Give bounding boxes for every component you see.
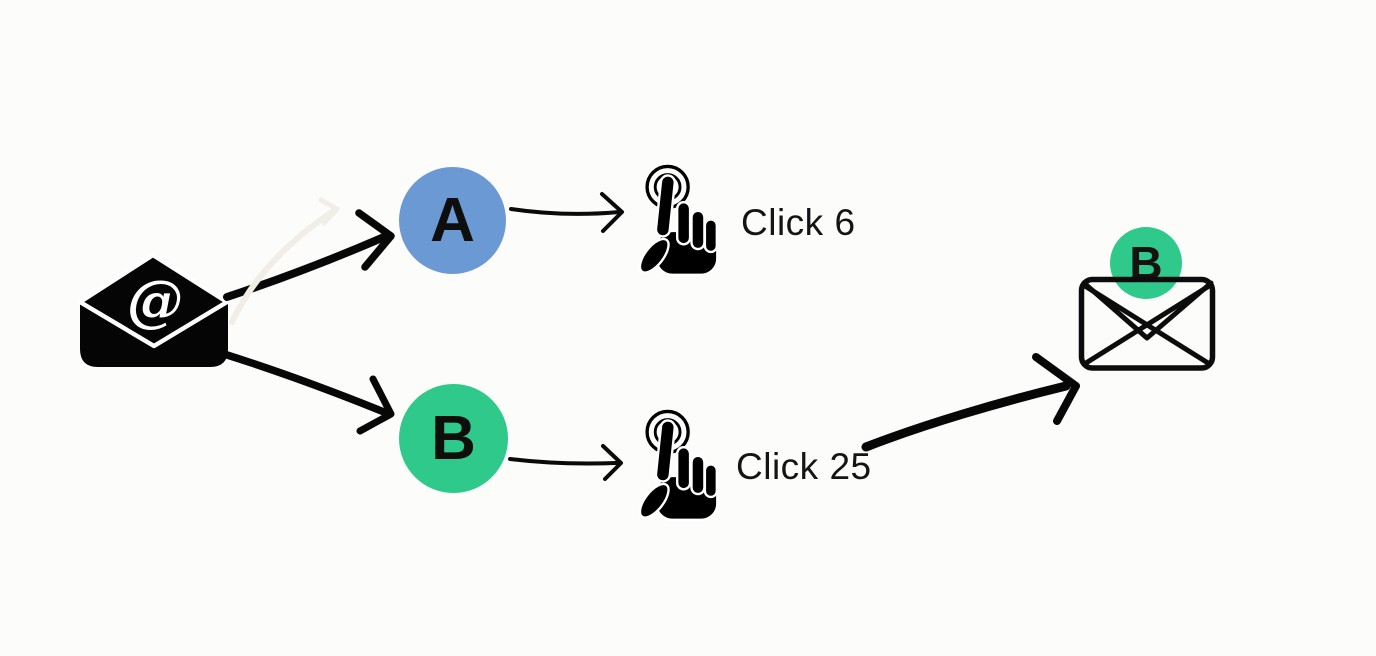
- winner-envelope: B: [1078, 227, 1216, 371]
- email-at-icon: @: [78, 252, 230, 367]
- ghost-arrow: [229, 197, 340, 325]
- variant-a-node: A: [399, 167, 506, 274]
- variant-a-label: A: [430, 186, 475, 255]
- variant-b-label: B: [431, 404, 476, 473]
- arrow-b-to-click: [508, 444, 623, 481]
- tap-hand: [638, 419, 719, 522]
- at-symbol: @: [127, 268, 183, 334]
- variant-b-click-count: Click 25: [736, 446, 872, 487]
- tap-hand: [638, 174, 719, 277]
- arrow-click-to-winner: [861, 353, 1080, 452]
- tap-click-icon-b: [638, 409, 719, 522]
- arrow-source-to-b: [220, 350, 395, 435]
- envelope-flap: [78, 252, 230, 349]
- arrow-a-to-click: [509, 192, 624, 233]
- variant-b-node: B: [399, 384, 508, 493]
- envelope-icon: [1078, 276, 1216, 371]
- variant-a-click-count: Click 6: [741, 202, 856, 243]
- tap-click-icon-a: [638, 164, 719, 277]
- arrow-source-to-a: [223, 209, 395, 301]
